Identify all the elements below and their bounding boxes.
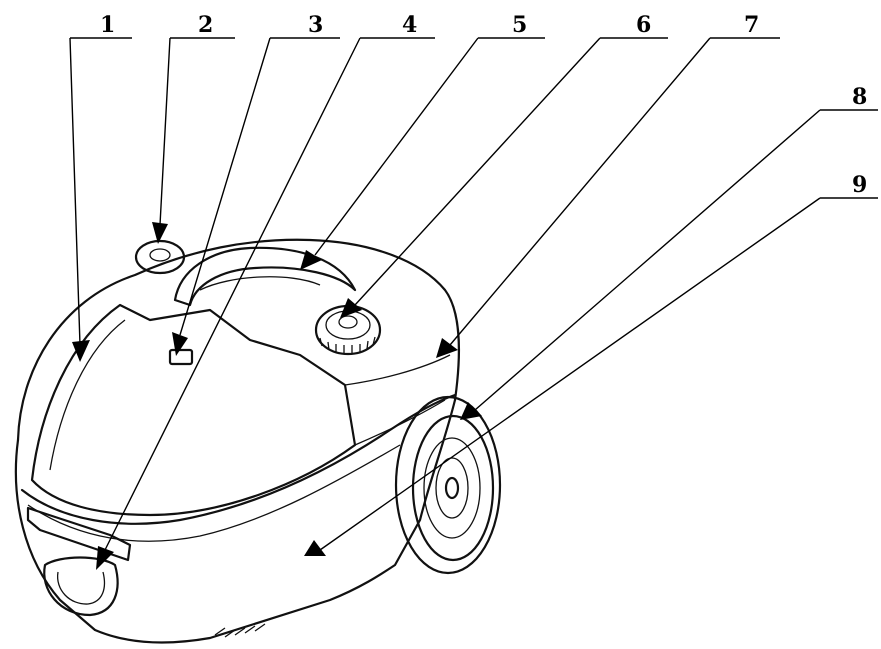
- arrow-heads: [72, 222, 482, 570]
- vent-grille: [214, 623, 266, 638]
- rear-wheel-outer: [394, 395, 502, 575]
- leader-4: [104, 37, 435, 551]
- arrow-4: [96, 546, 114, 570]
- callout-5: 5: [512, 12, 527, 38]
- callout-2: 2: [198, 12, 213, 38]
- arrow-5: [300, 250, 322, 270]
- arrow-1: [72, 340, 90, 362]
- callout-numbers: 1 2 3 4 5 6 7 8 9: [100, 12, 867, 198]
- callout-6: 6: [636, 12, 651, 38]
- lower-shell-outline: [14, 398, 457, 644]
- callout-9: 9: [852, 172, 867, 198]
- arrow-3: [172, 332, 188, 356]
- callout-7: 7: [744, 12, 759, 38]
- handle-grip: [199, 276, 321, 291]
- hose-inlet-inner: [57, 571, 106, 605]
- front-latch: [26, 506, 132, 562]
- arrow-9: [304, 540, 326, 556]
- carry-handle: [173, 246, 357, 307]
- arrow-6: [340, 298, 362, 318]
- leader-9: [319, 197, 878, 551]
- callout-1: 1: [100, 12, 115, 38]
- vacuum-body-drawing: [14, 238, 502, 644]
- callout-4: 4: [402, 12, 417, 38]
- lid-panel-outline: [30, 303, 357, 517]
- leader-3: [179, 37, 340, 336]
- suction-dial-ridges: [319, 336, 376, 353]
- arrow-8: [460, 402, 482, 420]
- leader-7: [449, 37, 780, 346]
- top-dome-outline: [16, 238, 460, 442]
- suction-dial-ring: [325, 310, 371, 340]
- hose-inlet: [43, 556, 119, 617]
- arrow-7: [436, 338, 458, 358]
- rear-wheel-ring-1: [423, 437, 481, 539]
- leader-lines: [69, 37, 878, 551]
- leader-2: [159, 37, 235, 226]
- belt-line-inner: [27, 444, 401, 542]
- lid-panel-inner: [49, 319, 126, 471]
- callout-8: 8: [852, 84, 867, 110]
- rear-wheel-ring-2: [435, 457, 469, 519]
- rear-wheel-rim: [411, 414, 495, 562]
- arrow-2: [152, 222, 168, 244]
- leader-1: [69, 37, 132, 346]
- leader-6: [354, 37, 668, 306]
- leader-8: [474, 109, 878, 411]
- power-knob: [134, 239, 186, 275]
- belt-line: [20, 393, 457, 525]
- power-knob-center: [149, 248, 171, 262]
- side-panel-divider: [344, 354, 451, 386]
- lid-release-button: [168, 348, 194, 366]
- callout-3: 3: [308, 12, 323, 38]
- rear-wheel-hub: [444, 476, 460, 500]
- suction-dial-center: [338, 315, 358, 329]
- leader-5: [314, 37, 545, 256]
- side-panel-lower: [354, 399, 446, 446]
